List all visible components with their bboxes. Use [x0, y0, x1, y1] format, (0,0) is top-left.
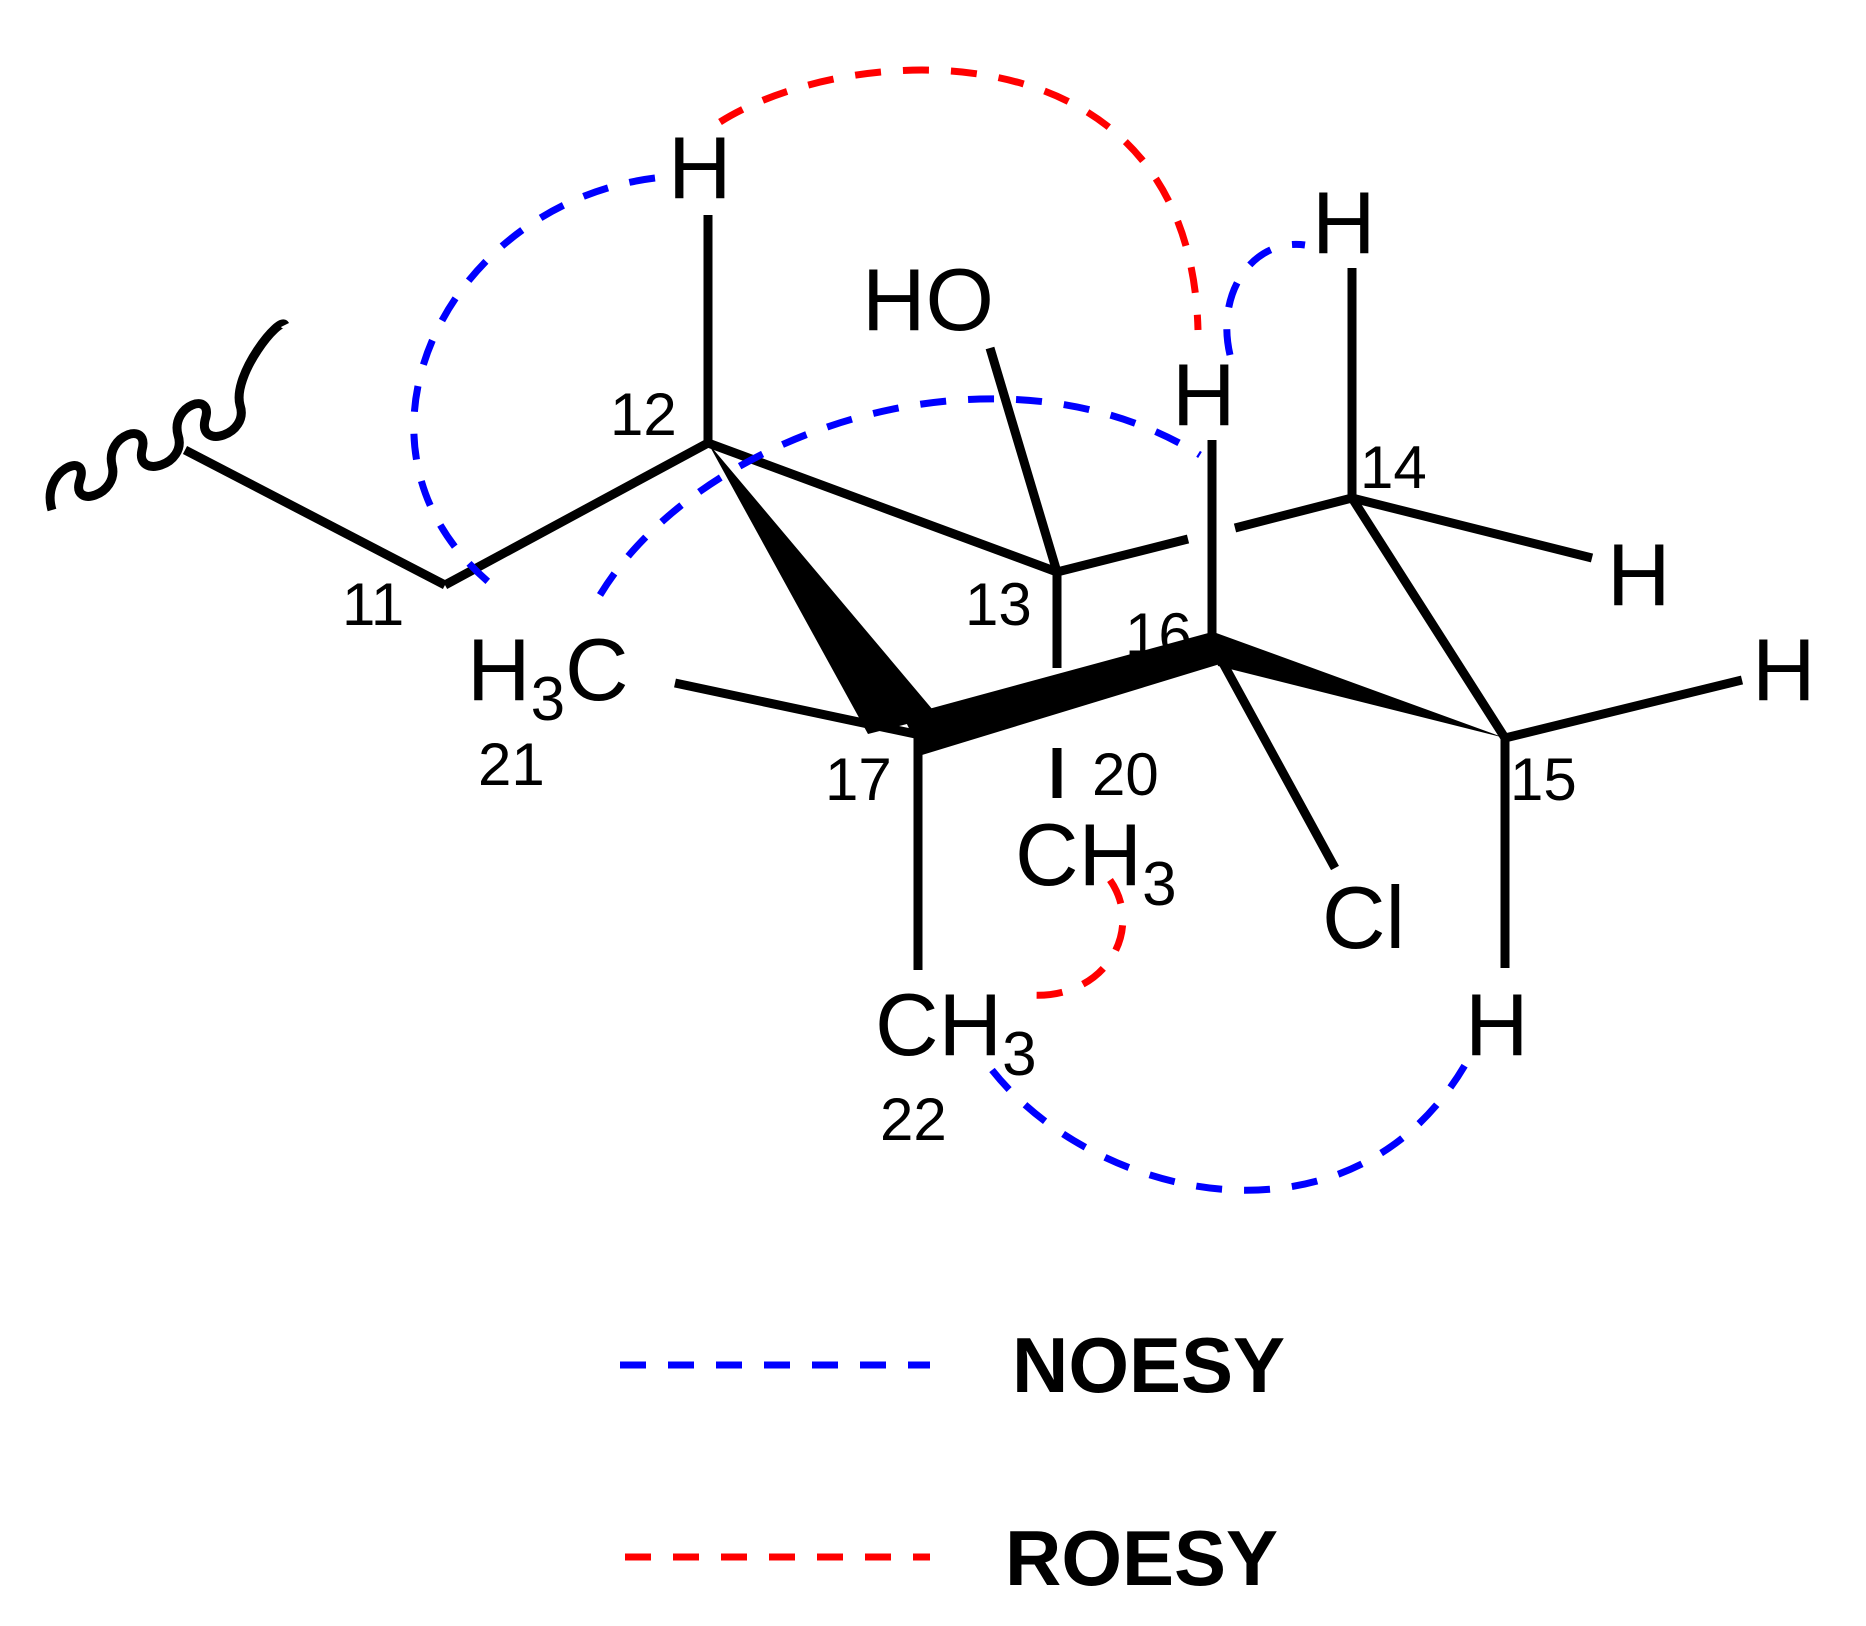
carbon-number-20: 20 — [1092, 741, 1159, 808]
legend-roesy-label: ROESY — [1005, 1514, 1278, 1602]
carbon-number-12: 12 — [610, 381, 677, 448]
carbon-number-16: 16 — [1125, 601, 1192, 668]
carbon-number-14: 14 — [1360, 434, 1427, 501]
noesy-h16-h14 — [1223, 240, 1306, 356]
roesy-correlations — [718, 66, 1202, 999]
wedge-c16-c15 — [1208, 630, 1505, 738]
chlorine-label: Cl — [1322, 868, 1405, 967]
methyl-c22-label: CH3 — [875, 975, 1037, 1089]
bond-c14-h-right — [1350, 493, 1594, 563]
noesy-h12-h21 — [410, 174, 656, 598]
roesy-h20-h22 — [1029, 877, 1127, 999]
h-atom-c14-top: H — [1312, 173, 1376, 272]
h-atom-c16: H — [1172, 345, 1236, 444]
wavy-attachment-bond — [45, 319, 290, 512]
atom-labels: H H H H H H HO Cl H3C CH3 CH3 — [467, 118, 1816, 1089]
wedge-c17-c16 — [903, 632, 1220, 755]
methyl-c21-label: H3C — [467, 620, 629, 734]
carbon-number-13: 13 — [965, 571, 1032, 638]
h-atom-c14-right: H — [1607, 525, 1671, 624]
carbon-number-21: 21 — [478, 731, 545, 798]
noesy-c21-h16 — [597, 395, 1202, 597]
h-atom-c15-bottom: H — [1465, 975, 1529, 1074]
bond-c10-c11 — [182, 446, 448, 589]
bond-c13-c14-b — [1233, 493, 1354, 533]
bonds — [182, 215, 1744, 970]
bond-c15-h-right — [1503, 675, 1744, 743]
hydroxyl-label: HO — [862, 250, 994, 349]
bond-c12-c13 — [706, 438, 1059, 577]
noesy-correlations — [410, 174, 1469, 1194]
bond-c13-c14-a — [1055, 534, 1190, 577]
carbon-number-17: 17 — [825, 746, 892, 813]
h-atom-c12: H — [668, 118, 732, 217]
noesy-h22-h15 — [989, 1063, 1469, 1194]
legend-noesy-label: NOESY — [1012, 1321, 1285, 1409]
bond-c16-cl — [1208, 640, 1339, 871]
bond-c13-oh — [985, 346, 1062, 574]
carbon-number-11: 11 — [342, 571, 404, 638]
wedge-c12-c17 — [708, 443, 938, 734]
legend: NOESY ROESY — [620, 1321, 1285, 1602]
wedge-bonds — [708, 443, 1505, 755]
methyl-c20-label: CH3 — [1015, 805, 1177, 919]
bond-c11-c12 — [442, 439, 711, 589]
h-atom-c15-right: H — [1752, 620, 1816, 719]
bond-c14-c15 — [1348, 495, 1509, 741]
carbon-number-22: 22 — [880, 1086, 947, 1153]
carbon-numbers: 11 12 13 14 15 16 17 20 21 22 — [342, 381, 1577, 1153]
roesy-h12-h16 — [718, 66, 1202, 331]
carbon-number-15: 15 — [1510, 746, 1577, 813]
